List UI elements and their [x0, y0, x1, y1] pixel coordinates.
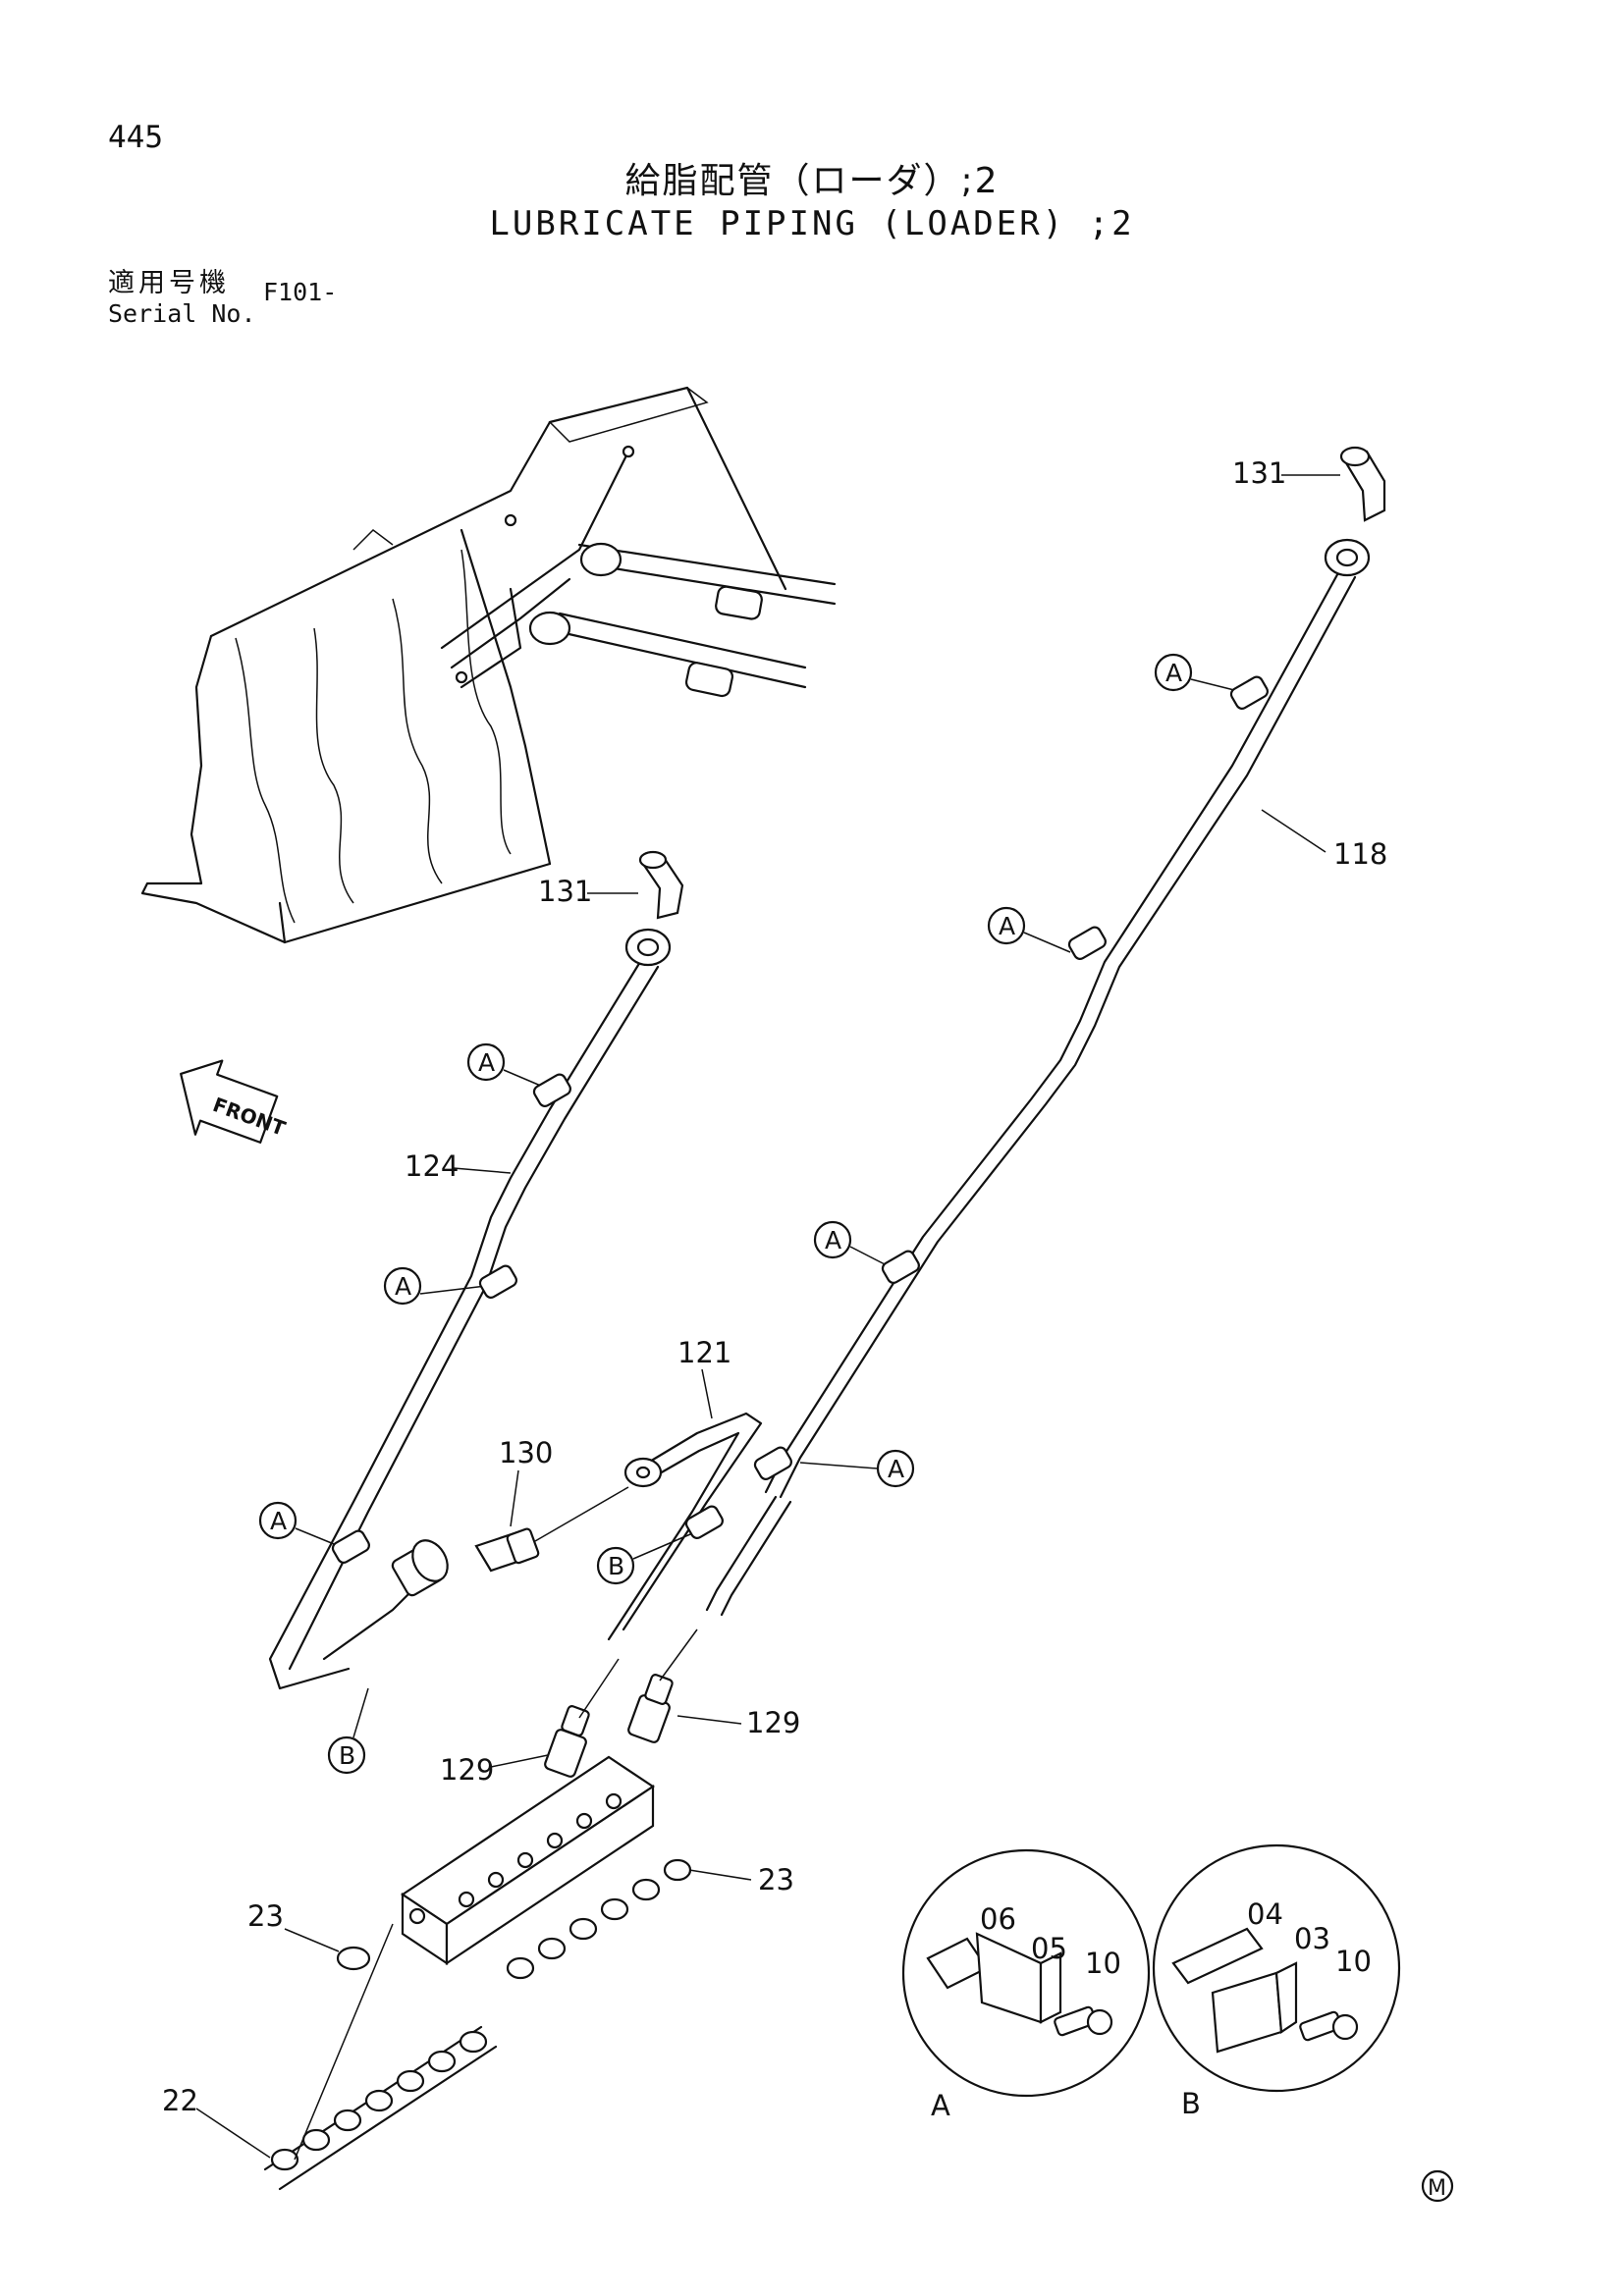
grease-nipple-row-22 — [263, 1923, 498, 2191]
serial-number-value: F101- — [263, 278, 338, 306]
clamp-a-marker: A — [1154, 653, 1243, 693]
serial-label-japanese: 適用号機 — [108, 268, 230, 298]
clamp-a-marker: A — [466, 1042, 551, 1091]
label-23-left: 23 — [247, 1899, 284, 1933]
detail-b-label: B — [1181, 2087, 1201, 2120]
label-130: 130 — [499, 1436, 553, 1469]
label-131-upper: 131 — [1232, 456, 1286, 490]
label-129-right: 129 — [746, 1706, 800, 1739]
svg-text:A: A — [395, 1272, 411, 1301]
label-129-left: 129 — [440, 1753, 494, 1787]
label-118: 118 — [1333, 837, 1387, 871]
clamp-b-marker: B — [596, 1530, 698, 1585]
svg-text:B: B — [339, 1741, 355, 1770]
label-124: 124 — [405, 1149, 459, 1183]
svg-text:A: A — [270, 1507, 287, 1535]
pipe-124 — [268, 928, 672, 1690]
plug-23-row — [506, 1858, 692, 1980]
connector-129-left — [544, 1658, 620, 1778]
detail-a-label: A — [931, 2089, 950, 2122]
elbow-131-lower — [638, 850, 684, 920]
elbow-131-upper — [1339, 446, 1386, 522]
label-22: 22 — [162, 2084, 198, 2117]
svg-text:A: A — [999, 912, 1015, 940]
page-number: 445 — [108, 120, 163, 155]
svg-text:B: B — [608, 1552, 624, 1580]
detail-a-view: 06 05 10 A — [901, 1848, 1151, 2122]
part-number-labels: 131 118 131 124 121 130 129 129 23 23 22 — [162, 456, 1387, 2159]
pipe-clamps — [331, 675, 1269, 1564]
svg-text:A: A — [1165, 659, 1182, 687]
svg-text:M: M — [1428, 2176, 1446, 2201]
serial-label-english: Serial No. — [108, 299, 256, 328]
label-04: 04 — [1247, 1897, 1283, 1931]
connector-129-right — [627, 1629, 698, 1743]
title-japanese: 給脂配管（ローダ）;2 — [624, 161, 1000, 201]
detail-b-view: 04 03 10 B — [1152, 1843, 1401, 2120]
clamp-a-marker: A — [258, 1501, 340, 1547]
loader-bucket-sketch — [140, 386, 837, 944]
adapter-130 — [474, 1486, 629, 1573]
clamp-a-marker: A — [799, 1449, 915, 1488]
label-10-b: 10 — [1335, 1945, 1372, 1978]
pipe-118 — [764, 538, 1371, 1499]
title-english: LUBRICATE PIPING (LOADER) ;2 — [489, 204, 1135, 243]
plug-23-single — [336, 1946, 371, 1971]
label-121: 121 — [677, 1336, 731, 1369]
label-03: 03 — [1294, 1922, 1330, 1955]
label-23-right: 23 — [758, 1863, 794, 1896]
label-10-a: 10 — [1085, 1947, 1121, 1980]
svg-text:A: A — [888, 1455, 904, 1483]
svg-text:A: A — [478, 1048, 495, 1077]
svg-text:A: A — [825, 1226, 841, 1255]
catalog-mark: M — [1421, 2169, 1454, 2203]
clamp-markers: A A A A A A A B B — [258, 653, 1243, 1775]
label-05: 05 — [1031, 1932, 1067, 1965]
clamp-a-marker: A — [987, 906, 1071, 953]
label-131-lower: 131 — [538, 875, 592, 908]
label-06: 06 — [980, 1902, 1016, 1936]
grease-manifold-block — [401, 1755, 655, 1966]
front-direction-arrow: FRONT — [180, 1059, 289, 1144]
clamp-a-marker: A — [813, 1220, 890, 1267]
clamp-a-marker: A — [383, 1266, 487, 1306]
clamp-b-marker: B — [327, 1687, 369, 1775]
